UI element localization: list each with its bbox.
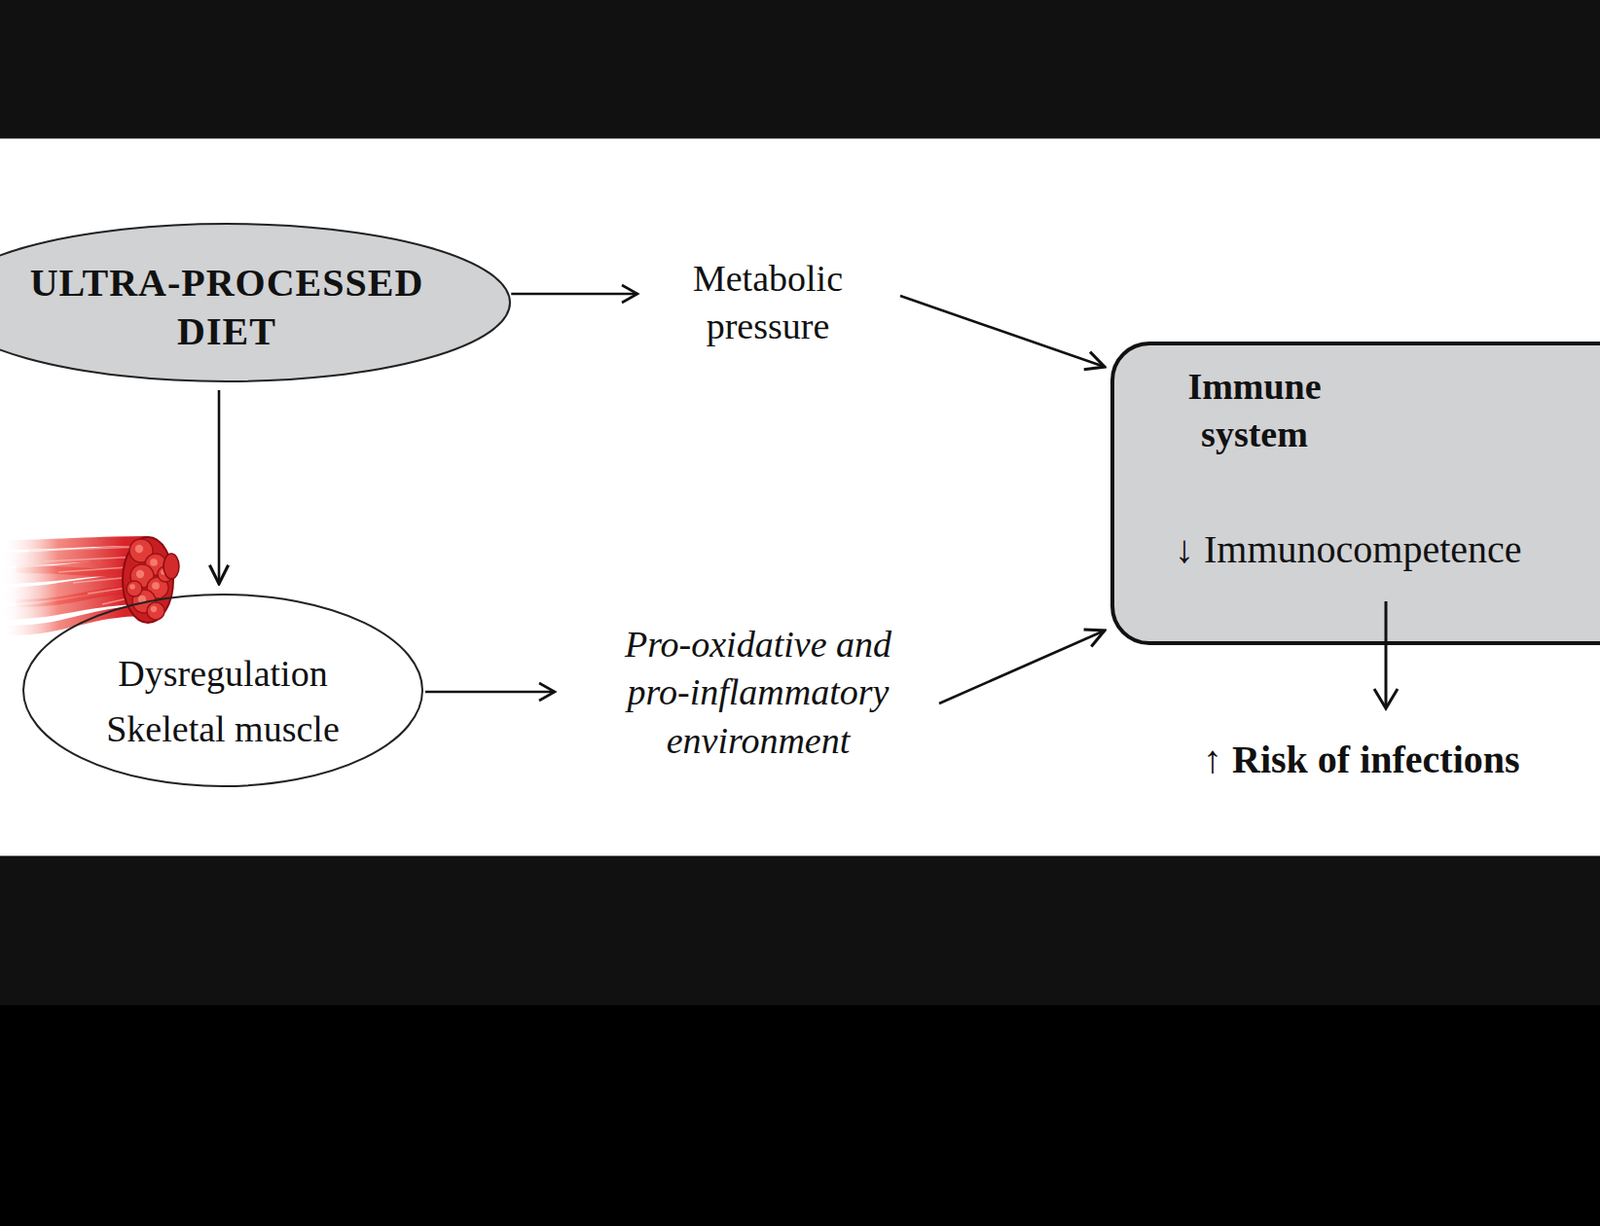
edge-label: Pro-oxidative and pro-inflammatory envir…	[589, 620, 927, 765]
muscle-fiber	[9, 611, 146, 631]
connector-arrow	[218, 390, 221, 584]
ellipse-shape	[0, 223, 510, 382]
lower-band	[0, 856, 1600, 1006]
input-ellipse: ULTRA-PROCESSED DIET	[0, 222, 511, 383]
fiber-core	[151, 581, 160, 590]
muscle-fiber	[0, 552, 146, 560]
fiber-streak	[29, 546, 142, 551]
outcome-box: Immune system ↓ Immunocompetence	[1110, 341, 1600, 646]
fiber-core	[135, 545, 144, 553]
fiber-core	[149, 558, 158, 567]
edge-label: Metabolic pressure	[665, 254, 871, 352]
fiber-core	[150, 606, 157, 613]
arrow-head	[621, 285, 638, 303]
box-body: ↓ Immunocompetence	[1174, 526, 1523, 574]
result-arrow-head	[1374, 689, 1398, 709]
ellipse-shape	[23, 594, 423, 787]
fiber-core	[136, 570, 145, 579]
bundle-section	[122, 537, 174, 623]
fiber-section	[163, 553, 180, 580]
bottom-band	[0, 1005, 1600, 1226]
ellipse-text: Dysregulation Skeletal muscle	[76, 624, 369, 758]
muscle-fiber	[0, 541, 146, 546]
outcome-label: ↑ Risk of infections	[1202, 736, 1521, 784]
box-heading: Immune system	[1166, 363, 1343, 460]
ellipse-text: ULTRA-PROCESSED DIET	[0, 249, 456, 357]
top-band	[0, 0, 1600, 139]
fiber-section	[126, 581, 143, 597]
arrow-head	[539, 683, 555, 701]
fiber-core	[129, 583, 136, 590]
process-ellipse: Dysregulation Skeletal muscle	[22, 593, 424, 788]
fiber-section	[146, 602, 165, 620]
